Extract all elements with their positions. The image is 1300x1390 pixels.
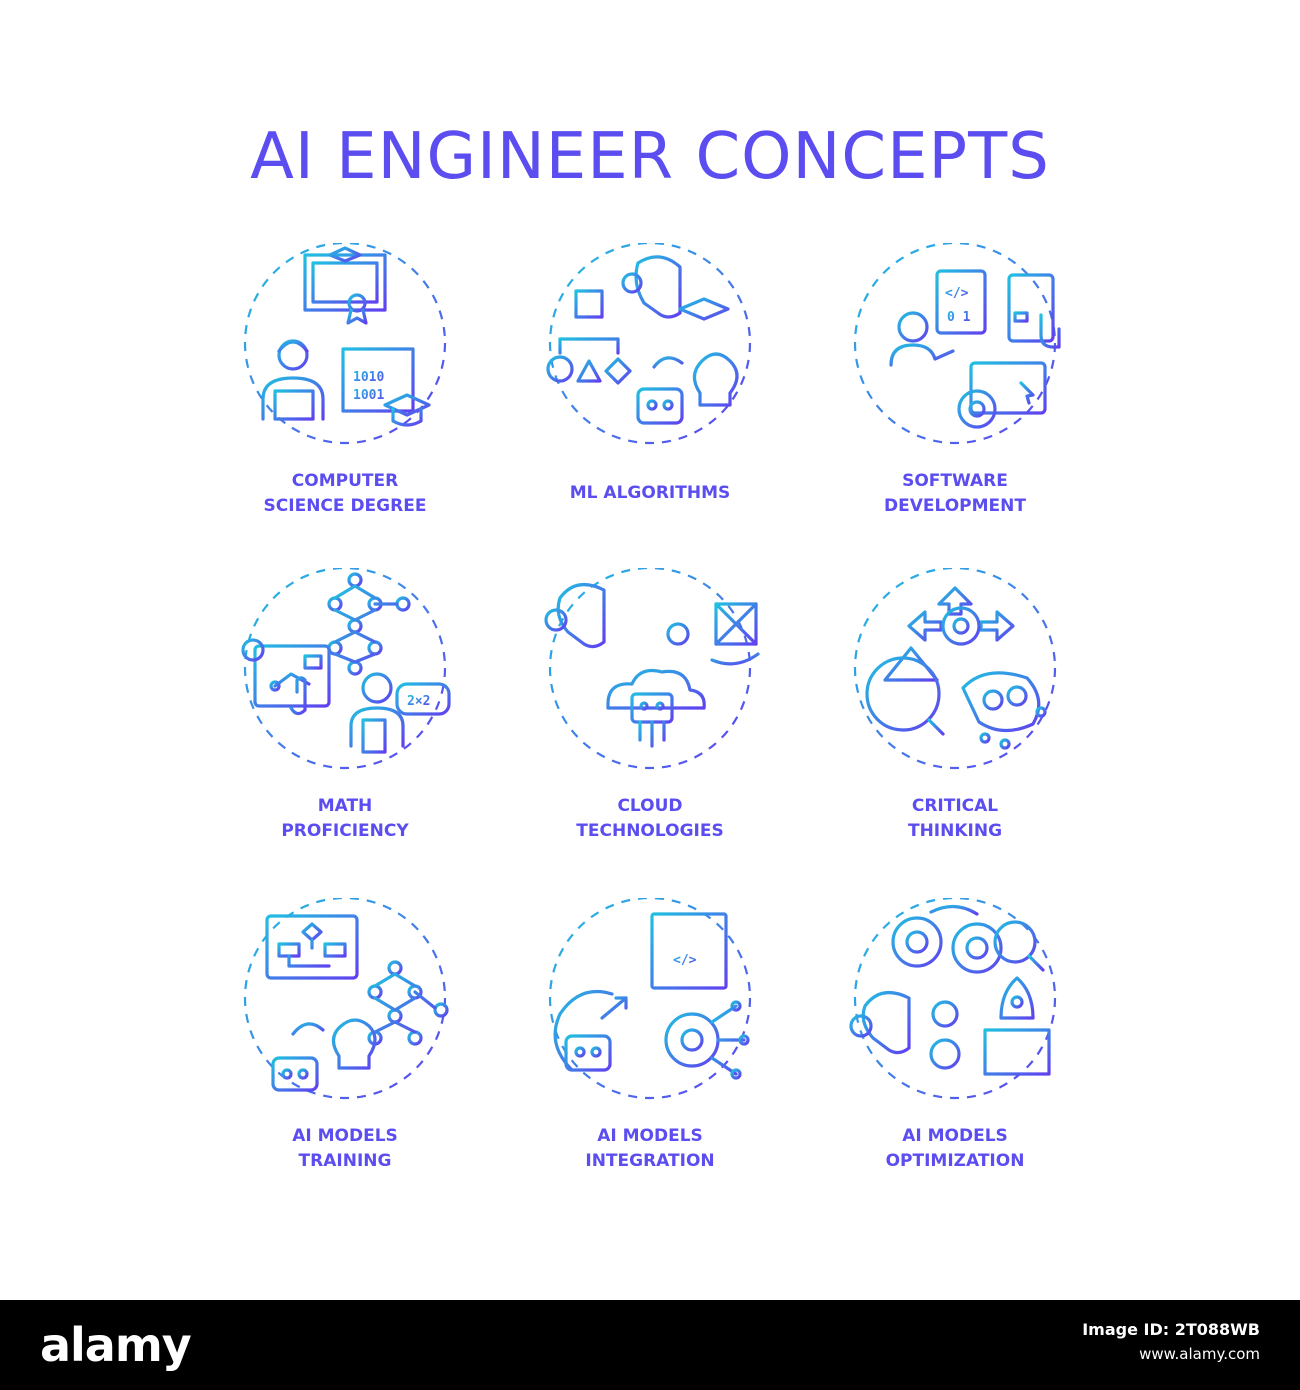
alamy-logo: alamy	[40, 1318, 192, 1372]
software-development-icon: </> 0 1	[853, 243, 1061, 445]
graduate-diploma-icon: 1010 1001	[243, 243, 447, 445]
code-tag-text: </>	[945, 286, 969, 301]
cloud-robot-icon	[544, 568, 760, 770]
math-icon: 2×2	[241, 568, 451, 770]
concept-label: ML ALGORITHMS	[569, 483, 731, 503]
code-bits-text: 0 1	[947, 310, 971, 325]
critical-thinking-icon	[853, 568, 1057, 770]
code-tag-text: </>	[673, 953, 697, 968]
binary-text: 1001	[353, 388, 384, 403]
image-id-text: Image ID: 2T088WB	[1082, 1320, 1260, 1339]
math-bubble-text: 2×2	[407, 694, 430, 709]
concept-ml-algorithms: ML ALGORITHMS	[500, 243, 800, 533]
page-title: AI ENGINEER CONCEPTS	[250, 120, 1050, 194]
site-url: www.alamy.com	[1139, 1345, 1260, 1363]
watermark-bar: alamy Image ID: 2T088WB www.alamy.com	[0, 1300, 1300, 1390]
model-optimization-icon	[849, 898, 1057, 1100]
ml-algorithm-icon	[546, 243, 752, 445]
binary-text: 1010	[353, 370, 384, 385]
model-training-icon	[243, 898, 449, 1100]
image-id: Image ID: 2T088WB www.alamy.com	[1082, 1318, 1260, 1366]
model-integration-icon: </>	[548, 898, 752, 1100]
